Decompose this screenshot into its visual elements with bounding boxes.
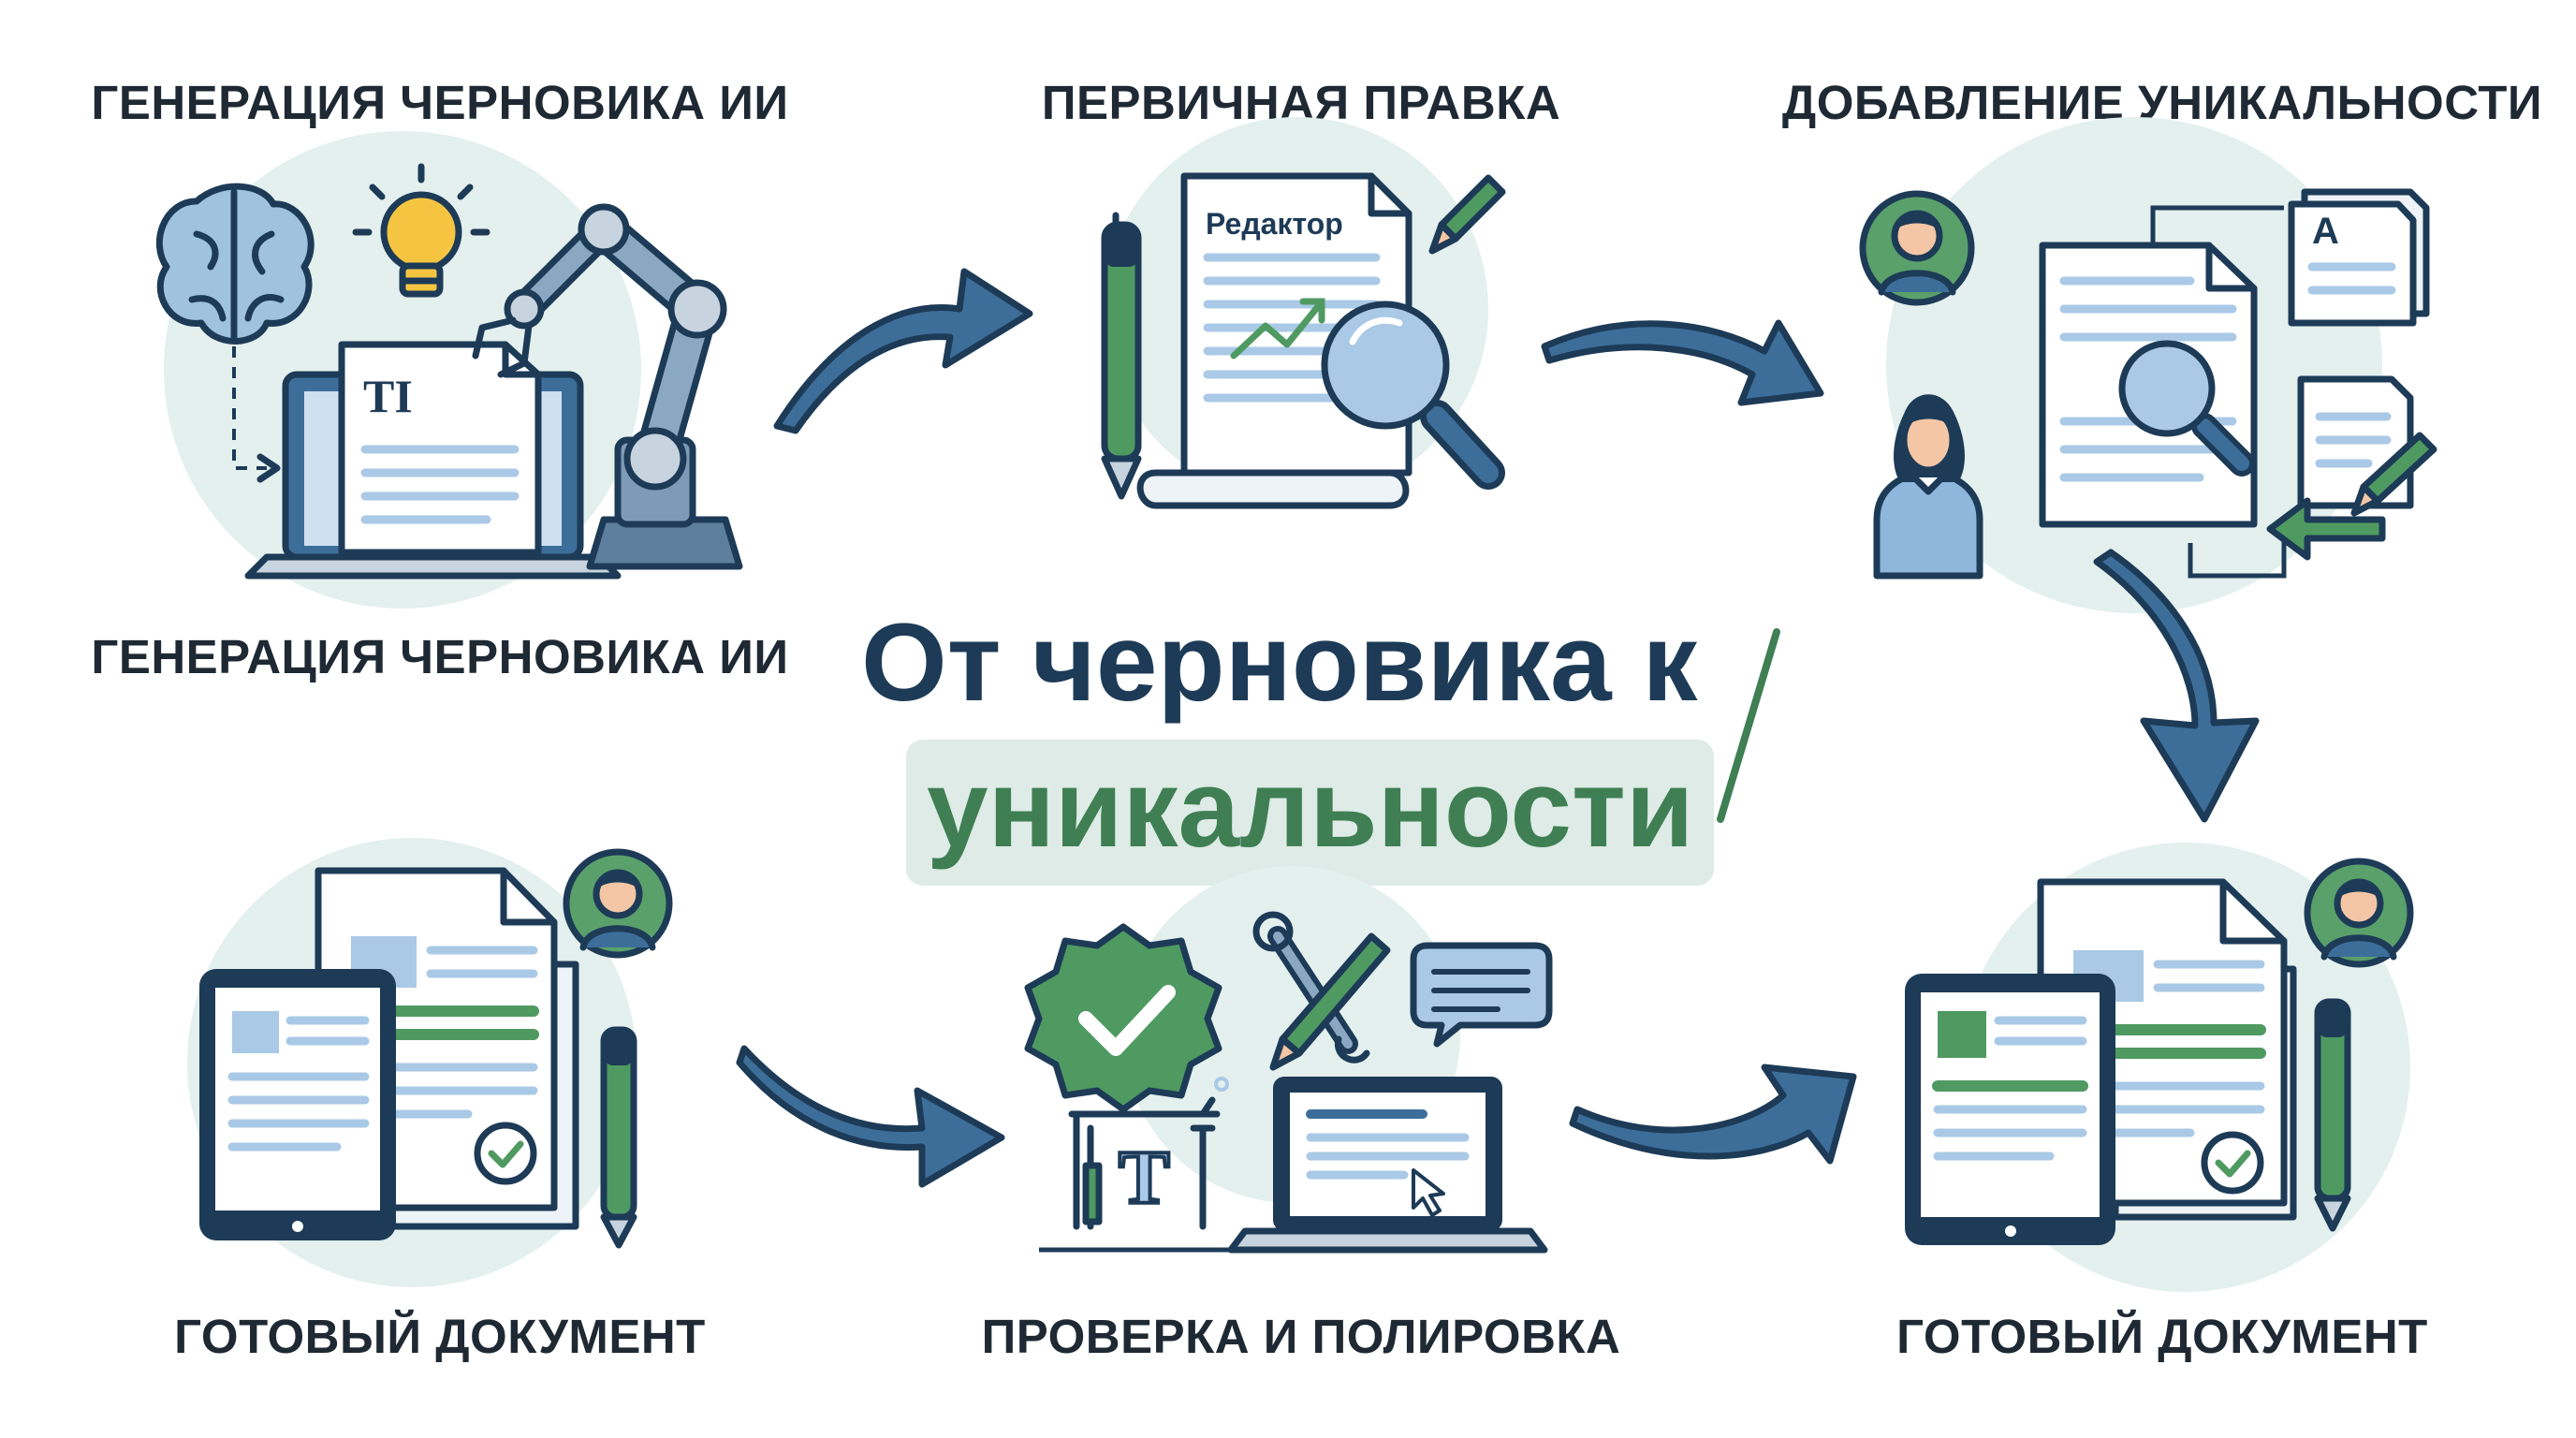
check-badge-icon: [1024, 923, 1222, 1113]
ready-document-illustration: [187, 838, 673, 1287]
arrow-step5-to-step6: [736, 1045, 1005, 1188]
paper-scroll-base: [1136, 469, 1410, 509]
main-title-line1: От черновика к: [861, 601, 1698, 725]
man-avatar: [1859, 190, 1975, 306]
magnifier-small-icon: [2118, 340, 2255, 477]
pen-small-icon: [600, 1026, 637, 1249]
final-pen-icon: [2314, 998, 2351, 1232]
final-tablet-icon: [1905, 974, 2115, 1245]
first-edit-illustration: Редактор: [1101, 117, 1506, 509]
step-label-check-polish: ПРОВЕРКА И ПОЛИРОВКА: [981, 1310, 1621, 1363]
ai-draft-illustration: TI: [155, 131, 743, 609]
uniqueness-illustration: A: [1859, 117, 2437, 613]
arrow-step2-to-step3: [1541, 319, 1824, 406]
lightbulb-icon: [352, 163, 490, 298]
pencil-icon: [1428, 174, 1506, 255]
step-label-ready-document-final: ГОТОВЫЙ ДОКУМЕНТ: [1896, 1310, 2428, 1363]
arrow-step6-to-step7: [1569, 1064, 1857, 1165]
flow-arrows: [736, 268, 2260, 1188]
connector-line-lower: [2188, 538, 2287, 579]
check-polish-illustration: T: [1024, 866, 1553, 1254]
man-avatar-small: [563, 848, 673, 959]
stacked-document-icon: [315, 867, 579, 1230]
dashed-arrowhead: [256, 453, 281, 483]
connector-line: [2150, 205, 2284, 245]
sparkle-dot: [1214, 1077, 1229, 1092]
magnifier-icon: [1321, 301, 1505, 490]
ai-document-icon: TI: [338, 341, 542, 556]
pencil-tool-icon: [1269, 932, 1391, 1071]
arrow-step3-to-step4: [2093, 549, 2260, 823]
robot-arm-icon: [472, 203, 743, 570]
tablet-icon: [199, 969, 396, 1240]
woman-avatar: [1873, 394, 1983, 580]
polish-laptop-icon: [1227, 1077, 1548, 1254]
editor-doc-text: Редактор: [1206, 207, 1343, 241]
main-title-line2: уникальности: [906, 740, 1715, 886]
chat-bubble-icon: [1410, 942, 1553, 1048]
brain-icon: [155, 183, 315, 345]
final-man-avatar: [2304, 858, 2414, 968]
step-label-ai-draft: ГЕНЕРАЦИЯ ЧЕРНОВИКА ИИ: [91, 76, 789, 129]
title-slash-decoration: [1717, 628, 1780, 823]
wrench-icon: [1252, 911, 1370, 1064]
small-doc-text: A: [2312, 211, 2339, 252]
step-label-ready-document: ГОТОВЫЙ ДОКУМЕНТ: [174, 1310, 706, 1363]
arrow-step1-to-step2: [773, 268, 1033, 434]
font-tool-icon: T: [1068, 1096, 1221, 1230]
pen-icon: [1101, 212, 1142, 500]
step-label-ai-draft-repeat: ГЕНЕРАЦИЯ ЧЕРНОВИКА ИИ: [91, 630, 789, 683]
ready-document-final-illustration: [1905, 843, 2414, 1292]
doc-ai-text: TI: [363, 370, 413, 422]
font-tool-text: T: [1119, 1135, 1170, 1220]
pencil-green-icon: [2350, 432, 2437, 517]
small-doc-a-icon: A: [2288, 188, 2430, 327]
green-arrow-icon: [2266, 497, 2386, 561]
